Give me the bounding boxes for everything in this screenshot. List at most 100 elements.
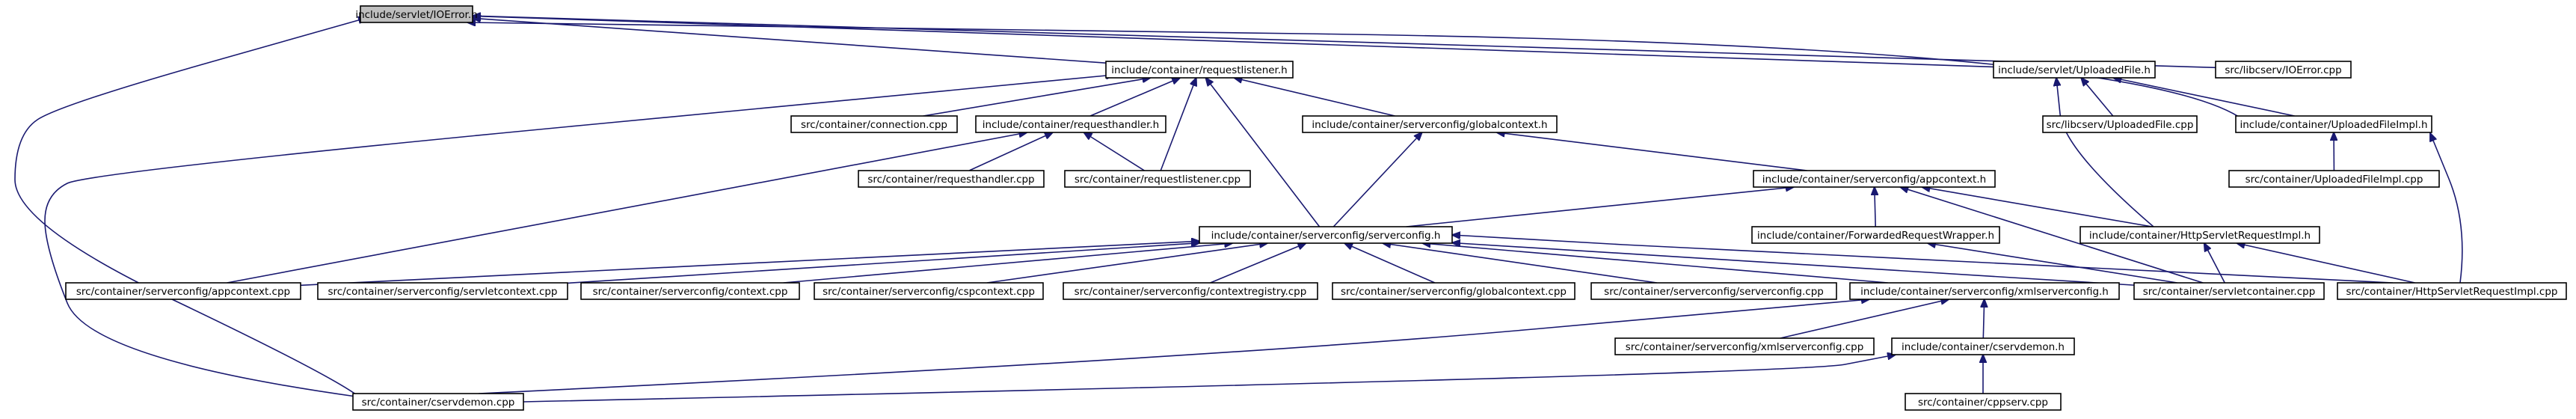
file-node-libcserv-ioerror-cpp[interactable]: src/libcserv/IOError.cpp xyxy=(2215,61,2352,79)
node-box xyxy=(1332,282,1576,300)
node-box xyxy=(580,282,800,300)
edge-sc_serverconfig_cpp-to-sc_serverconfig_h xyxy=(1383,243,1657,284)
node-label: src/container/serverconfig/serverconfig.… xyxy=(1604,286,1824,298)
node-label: include/container/serverconfig/servercon… xyxy=(1211,230,1441,242)
file-nodes: include/servlet/IOError.h include/contain… xyxy=(65,5,2567,411)
file-node-sc-servletcontext-cpp[interactable]: src/container/serverconfig/servletcontex… xyxy=(317,282,568,300)
edge-requestlistener_cpp-to-requesthandler_h xyxy=(1083,132,1145,171)
file-node-uploadedfileimpl-cpp[interactable]: src/container/UploadedFileImpl.cpp xyxy=(2228,170,2440,188)
edge-sc_appcontext_cpp-to-sc_serverconfig_h xyxy=(300,241,1199,287)
file-node-requestlistener-h[interactable]: include/container/requestlistener.h xyxy=(1105,61,1294,79)
edge-requestlistener_h-to-ioerror_h xyxy=(473,18,1107,64)
node-label: include/container/serverconfig/xmlserver… xyxy=(1860,286,2109,298)
edge-sc_serverconfig_h-to-requestlistener_h xyxy=(1205,78,1321,227)
edge-sc_globalcontext_cpp-to-sc_serverconfig_h xyxy=(1344,243,1436,284)
node-box xyxy=(2133,282,2325,300)
file-node-requesthandler-h[interactable]: include/container/requesthandler.h xyxy=(975,115,1166,133)
node-box xyxy=(1753,170,1996,188)
file-node-servletcontainer-cpp[interactable]: src/container/servletcontainer.cpp xyxy=(2133,282,2325,300)
edge-httpservletrequestimpl_cpp-to-httpservletrequestimpl_h xyxy=(2237,243,2415,284)
node-box xyxy=(317,282,568,300)
node-label: src/container/cservdemon.cpp xyxy=(362,397,515,409)
edge-servletcontainer_cpp-to-forwardedrequestwrapper_h xyxy=(1928,243,2177,284)
file-node-sc-serverconfig-h[interactable]: include/container/serverconfig/servercon… xyxy=(1199,226,1453,244)
node-label: include/servlet/UploadedFile.h xyxy=(1998,64,2151,76)
node-label: include/container/HttpServletRequestImpl… xyxy=(2089,230,2311,242)
node-label: src/container/serverconfig/contextregist… xyxy=(1075,286,1307,298)
file-node-sc-globalcontext-cpp[interactable]: src/container/serverconfig/globalcontext… xyxy=(1332,282,1576,300)
node-label: src/container/cppserv.cpp xyxy=(1918,397,2048,409)
node-box xyxy=(1891,337,2075,355)
file-node-sc-appcontext-h[interactable]: include/container/serverconfig/appcontex… xyxy=(1753,170,1996,188)
file-node-uploadedfileimpl-h[interactable]: include/container/UploadedFileImpl.h xyxy=(2235,115,2432,133)
edge-uploadedfileimpl_h-to-uploadedfile_h xyxy=(2113,78,2295,117)
file-node-uploadedfile-h[interactable]: include/servlet/UploadedFile.h xyxy=(1993,61,2156,79)
file-node-ioerror-h: include/servlet/IOError.h xyxy=(355,5,478,23)
edge-httpservletrequestimpl_h-to-sc_appcontext_h xyxy=(1922,187,2153,227)
file-node-sc-xmlserverconfig-cpp[interactable]: src/container/serverconfig/xmlserverconf… xyxy=(1614,337,1875,355)
file-node-libcserv-uploadedfile-cpp[interactable]: src/libcserv/UploadedFile.cpp xyxy=(2042,115,2198,133)
edge-libcserv_ioerror_cpp-to-ioerror_h xyxy=(473,16,2216,69)
file-node-cppserv-cpp[interactable]: src/container/cppserv.cpp xyxy=(1905,393,2062,411)
edge-libcserv_uploadedfile_cpp-to-uploadedfile_h xyxy=(2081,78,2114,117)
edge-httpservletrequestimpl_h-to-uploadedfile_h xyxy=(2056,78,2154,227)
node-box xyxy=(1849,282,2120,300)
edge-requesthandler_h-to-requestlistener_h xyxy=(1089,78,1180,117)
node-box xyxy=(1590,282,1837,300)
node-label: src/container/serverconfig/appcontext.cp… xyxy=(76,286,290,298)
node-label: include/container/requesthandler.h xyxy=(983,119,1159,131)
file-node-requestlistener-cpp[interactable]: src/container/requestlistener.cpp xyxy=(1064,170,1251,188)
node-box xyxy=(65,282,301,300)
file-node-cservdemon-cpp[interactable]: src/container/cservdemon.cpp xyxy=(352,393,524,411)
file-node-cservdemon-h[interactable]: include/container/cservdemon.h xyxy=(1891,337,2075,355)
node-box xyxy=(1064,170,1251,188)
node-box xyxy=(2215,61,2352,79)
node-box xyxy=(360,5,473,23)
file-node-connection-cpp[interactable]: src/container/connection.cpp xyxy=(790,115,958,133)
node-label: src/container/connection.cpp xyxy=(801,119,947,131)
node-label: src/container/serverconfig/servletcontex… xyxy=(328,286,557,298)
file-node-sc-cspcontext-cpp[interactable]: src/container/serverconfig/cspcontext.cp… xyxy=(814,282,1044,300)
edge-sc_xmlserverconfig_cpp-to-sc_xmlserverconfig_h xyxy=(1780,299,1949,339)
file-node-forwardedrequestwrapper-h[interactable]: include/container/ForwardedRequestWrappe… xyxy=(1751,226,2000,244)
dependency-edges xyxy=(14,16,2463,403)
node-box xyxy=(1063,282,1318,300)
node-label: include/servlet/IOError.h xyxy=(355,9,477,21)
edge-uploadedfileimpl_h-to-ioerror_h xyxy=(467,22,2244,120)
node-label: include/container/ForwardedRequestWrappe… xyxy=(1757,230,1994,242)
node-label: src/container/serverconfig/xmlserverconf… xyxy=(1626,341,1864,353)
node-box xyxy=(858,170,1045,188)
edge-servletcontainer_cpp-to-httpservletrequestimpl_h xyxy=(2204,243,2225,284)
file-node-sc-xmlserverconfig-h[interactable]: include/container/serverconfig/xmlserver… xyxy=(1849,282,2120,300)
file-node-httpservletrequestimpl-h[interactable]: include/container/HttpServletRequestImpl… xyxy=(2079,226,2320,244)
node-box xyxy=(352,393,524,411)
node-box xyxy=(2337,282,2567,300)
node-box xyxy=(790,115,958,133)
file-node-httpservletrequestimpl-cpp[interactable]: src/container/HttpServletRequestImpl.cpp xyxy=(2337,282,2567,300)
file-node-sc-appcontext-cpp[interactable]: src/container/serverconfig/appcontext.cp… xyxy=(65,282,301,300)
file-node-requesthandler-cpp[interactable]: src/container/requesthandler.cpp xyxy=(858,170,1045,188)
node-box xyxy=(1751,226,2000,244)
edge-sc_globalcontext_h-to-requestlistener_h xyxy=(1234,78,1395,117)
file-node-sc-contextregistry-cpp[interactable]: src/container/serverconfig/contextregist… xyxy=(1063,282,1318,300)
node-label: src/libcserv/IOError.cpp xyxy=(2225,64,2341,76)
file-node-sc-context-cpp[interactable]: src/container/serverconfig/context.cpp xyxy=(580,282,800,300)
node-box xyxy=(1302,115,1558,133)
edge-httpservletrequestimpl_cpp-to-uploadedfileimpl_h xyxy=(2430,133,2463,284)
node-label: src/container/serverconfig/context.cpp xyxy=(593,286,788,298)
edge-servletcontainer_cpp-to-sc_serverconfig_h xyxy=(1452,242,2135,286)
node-label: include/container/cservdemon.h xyxy=(1902,341,2065,353)
node-label: src/container/servletcontainer.cpp xyxy=(2143,286,2316,298)
node-label: src/container/serverconfig/globalcontext… xyxy=(1341,286,1567,298)
edge-cservdemon_h-to-sc_xmlserverconfig_h xyxy=(1983,299,1984,339)
file-node-sc-globalcontext-h[interactable]: include/container/serverconfig/globalcon… xyxy=(1302,115,1558,133)
edge-sc_context_cpp-to-sc_serverconfig_h xyxy=(783,243,1233,284)
edge-sc_appcontext_h-to-sc_globalcontext_h xyxy=(1497,132,1808,171)
file-node-sc-serverconfig-cpp[interactable]: src/container/serverconfig/serverconfig.… xyxy=(1590,282,1837,300)
edge-requesthandler_cpp-to-requesthandler_h xyxy=(968,132,1053,171)
edge-sc_cspcontext_cpp-to-sc_serverconfig_h xyxy=(986,243,1267,284)
node-label: src/container/HttpServletRequestImpl.cpp xyxy=(2346,286,2558,298)
edge-servletcontainer_cpp-to-sc_appcontext_h xyxy=(1900,187,2204,284)
node-label: include/container/serverconfig/globalcon… xyxy=(1312,119,1547,131)
node-box xyxy=(2235,115,2432,133)
